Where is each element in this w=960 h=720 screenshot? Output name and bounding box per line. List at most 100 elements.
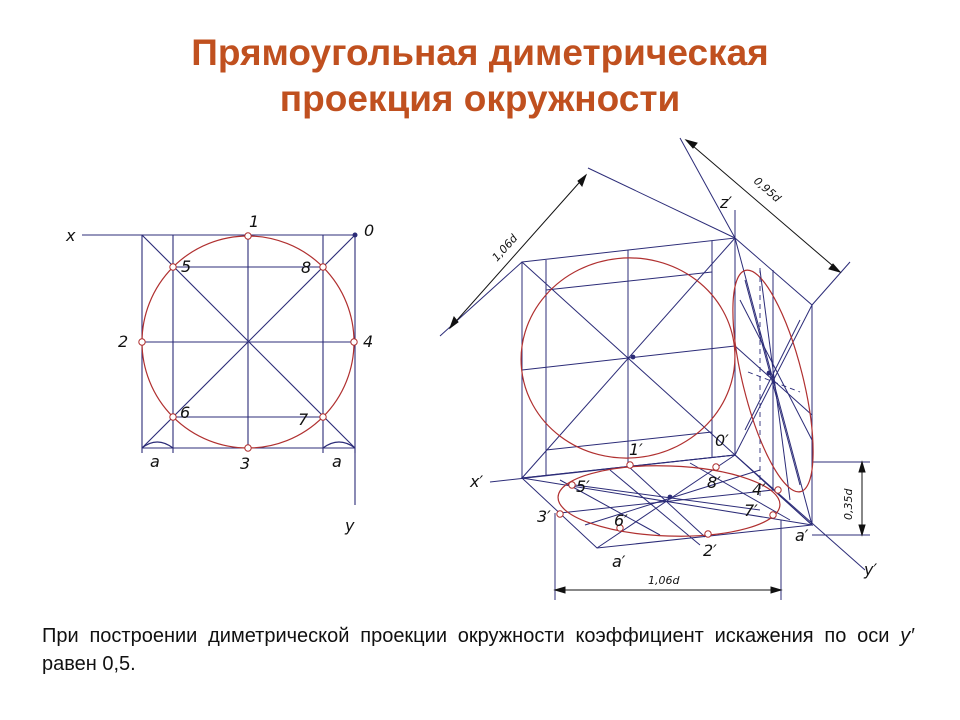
horizontal-ray-1 [559, 479, 661, 536]
point-2-label: 2 [118, 332, 128, 351]
arrow-side-end [828, 263, 842, 273]
dimetric-ellipses [520, 257, 814, 537]
point-5-label: 5 [181, 257, 191, 276]
hidden-profile-chord [747, 371, 801, 393]
title-line-1: Прямоугольная диметрическая [191, 32, 769, 73]
frontal-chord-bottom [545, 431, 713, 451]
point-6p-label: 6′ [614, 511, 628, 530]
axis-y-label: y [344, 516, 355, 535]
axis-z-prime-label: z′ [719, 193, 732, 212]
point-1p-label: 1′ [629, 440, 643, 459]
point-6-label: 6 [180, 403, 190, 422]
dimension-bottom-label: 1,06d [648, 574, 680, 587]
point-5-marker [169, 263, 177, 271]
caption-tail: равен 0,5. [42, 653, 136, 675]
dimension-lines [448, 139, 866, 594]
point-3p-label: 3′ [537, 507, 551, 526]
profile-ray-1 [744, 279, 801, 486]
point-6-marker [169, 413, 177, 421]
arrow-diag-end [577, 173, 588, 188]
caption-main: При построении диметрической проекции ок… [42, 625, 901, 647]
point-4p-marker [774, 486, 782, 494]
orthographic-construction-lines [82, 234, 356, 505]
orthographic-labels: x y 0 1 2 3 4 5 6 7 8 a a [65, 212, 374, 535]
point-8-label: 8 [301, 258, 311, 277]
offset-label-left: a [150, 452, 160, 471]
dimension-diag-label: 1,06d [490, 231, 521, 264]
arrow-bottom-start [553, 586, 566, 594]
point-1-label: 1 [249, 212, 259, 231]
point-8-marker [319, 263, 327, 271]
offset-arc-right [322, 441, 356, 449]
arrow-bottom-end [770, 586, 783, 594]
frontal-ellipse [520, 257, 736, 459]
dimension-line-diag [449, 174, 587, 329]
frontal-chord-top [545, 271, 713, 291]
point-7-label: 7 [298, 410, 309, 429]
diagonal-2 [141, 234, 356, 449]
axis-x-prime-label: x′ [469, 472, 483, 491]
y-prime-axis [734, 454, 866, 571]
horizontal-mid-2 [627, 465, 706, 538]
orthographic-point-markers [138, 232, 358, 452]
profile-ray-4 [744, 319, 801, 431]
slide-caption: При построении диметрической проекции ок… [42, 622, 914, 678]
dimension-height-label: 0,35d [842, 488, 855, 520]
axis-x-label: x [65, 226, 76, 245]
frontal-center-dot [630, 354, 636, 360]
caption-axis-name: y′ [900, 625, 914, 647]
point-1-marker [244, 232, 252, 240]
ext-side-b [811, 261, 851, 306]
horizontal-chord-1 [574, 484, 761, 511]
dimension-line-side [685, 139, 841, 273]
profile-horizontal-mid [734, 345, 813, 416]
point-5p-marker [568, 481, 576, 489]
ext-side-a [679, 137, 736, 239]
point-3-label: 3 [240, 454, 250, 473]
horizontal-ray-2 [609, 469, 701, 546]
point-5p-label: 5′ [576, 477, 590, 496]
offset-prime-label-right: a′ [795, 526, 809, 545]
dimension-side-label: 0,95d [751, 174, 784, 205]
profile-ray-2 [759, 269, 791, 501]
point-4-label: 4 [363, 332, 373, 351]
orthographic-view: x y 0 1 2 3 4 5 6 7 8 a a [65, 212, 374, 535]
profile-center-dot [766, 370, 772, 376]
dimetric-point-markers [556, 461, 782, 538]
point-4-marker [350, 338, 358, 346]
point-8p-marker [712, 463, 720, 471]
point-1p-marker [626, 461, 634, 469]
title-line-2: проекция окружности [279, 78, 681, 119]
point-2p-label: 2′ [703, 541, 717, 560]
dimetric-labels: x′ y′ z′ 0′ 1′ 2′ 3′ 4′ 5′ 6′ 7′ 8′ a′ a… [469, 174, 877, 587]
origin-prime-label: 0′ [715, 431, 729, 450]
point-7p-label: 7′ [744, 501, 758, 520]
ext-diag-b [587, 167, 736, 239]
dimetric-view: x′ y′ z′ 0′ 1′ 2′ 3′ 4′ 5′ 6′ 7′ 8′ a′ a… [439, 137, 877, 600]
point-6p-marker [616, 524, 624, 532]
horizontal-center-dot [667, 494, 673, 500]
arrow-diag-start [448, 315, 459, 330]
point-8p-label: 8′ [707, 473, 721, 492]
horizontal-ellipse [557, 465, 781, 537]
point-7p-marker [769, 511, 777, 519]
horizontal-ray-3 [689, 462, 791, 521]
point-3-marker [244, 444, 252, 452]
center-dots [630, 354, 772, 500]
arrow-height-end [858, 524, 866, 537]
point-2p-marker [704, 530, 712, 538]
axis-y-prime-label: y′ [863, 560, 877, 579]
point-7-marker [319, 413, 327, 421]
point-3p-marker [556, 510, 564, 518]
profile-ellipse [732, 269, 814, 493]
origin-label: 0 [364, 221, 374, 240]
slide-title: Прямоугольная диметрическая проекция окр… [80, 30, 880, 122]
frontal-horizontal-mid [521, 345, 736, 371]
point-2-marker [138, 338, 146, 346]
offset-arc-left [141, 441, 174, 449]
profile-ray-3 [739, 299, 813, 441]
arrow-height-start [858, 460, 866, 473]
point-4p-label: 4′ [752, 480, 766, 499]
